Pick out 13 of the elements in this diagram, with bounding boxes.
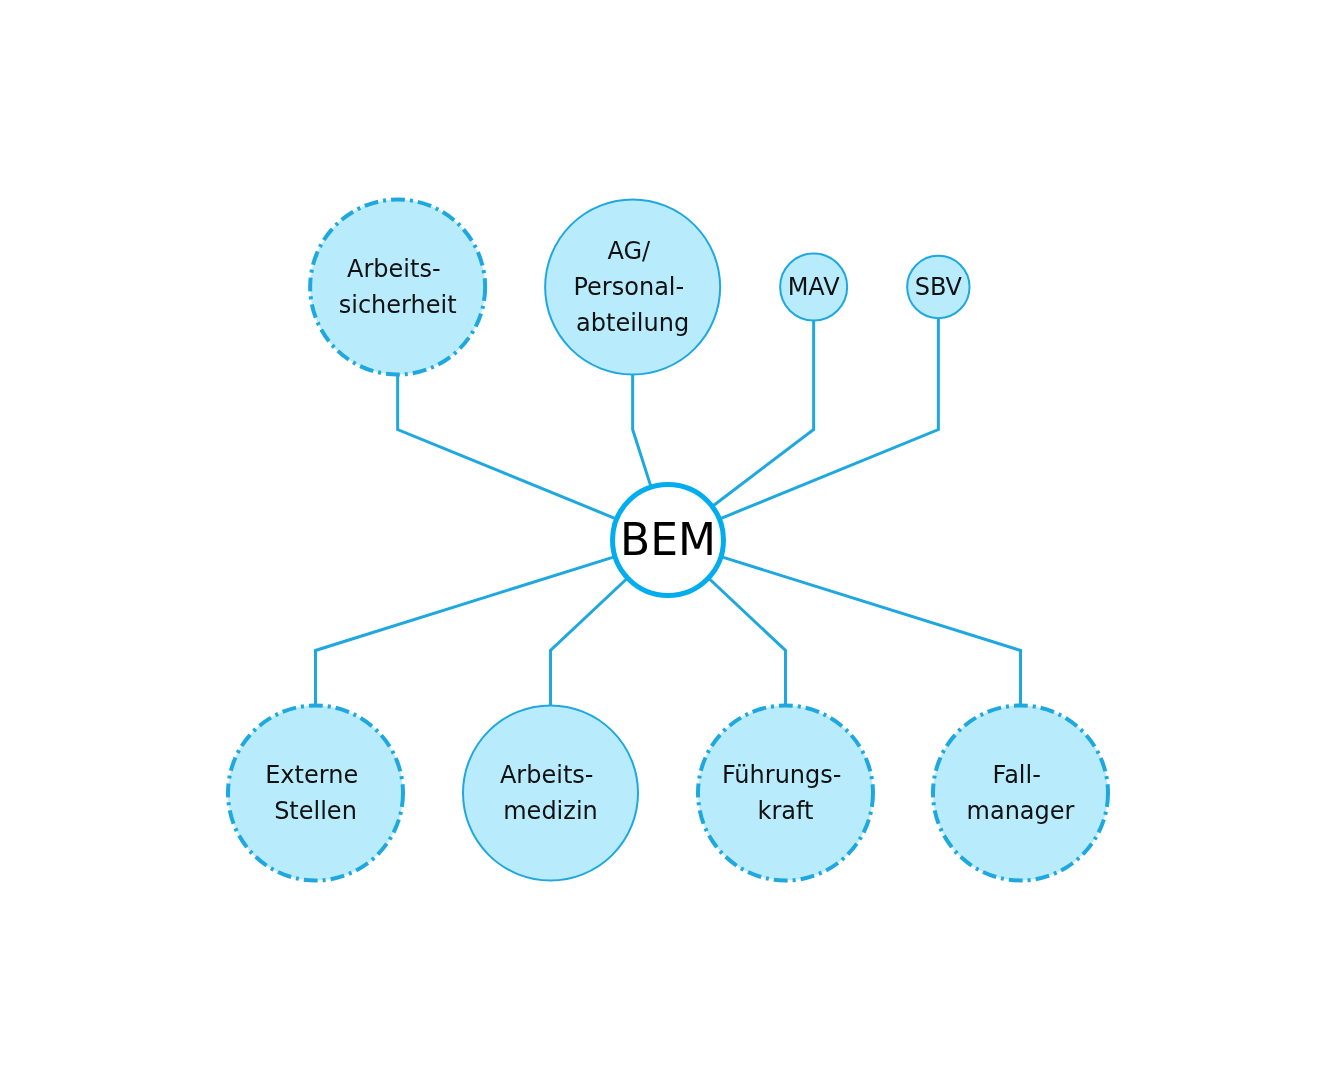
connector [711, 320, 816, 508]
node-circle: Führungs- kraft [696, 703, 875, 883]
node-circle: SBV [906, 254, 971, 320]
node-circle: Externe Stellen [226, 703, 405, 883]
node-circle: AG/ Personal- abteilung [544, 198, 722, 376]
node-circle: Arbeits- medizin [462, 704, 639, 882]
connector [707, 576, 787, 706]
node-circle: BEM [610, 482, 726, 598]
connector [549, 576, 629, 706]
node-circle: Fall- manager [931, 703, 1110, 883]
connector [718, 318, 940, 521]
node-circle: Arbeits- sicherheit [308, 197, 488, 377]
node-circle: MAV [779, 252, 849, 322]
